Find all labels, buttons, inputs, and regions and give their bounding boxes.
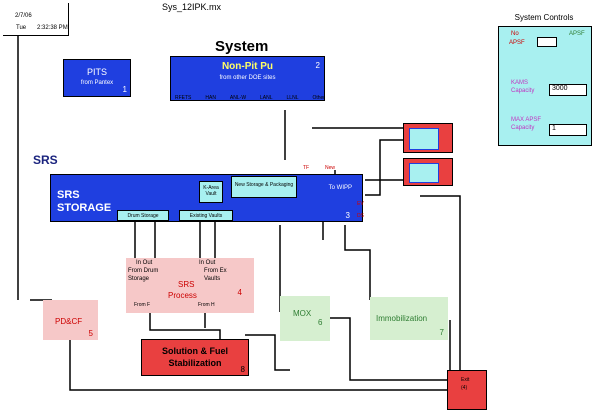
source-han: HAN bbox=[205, 95, 216, 101]
newstorage-box: New Storage & Packaging bbox=[231, 176, 297, 198]
source-lanl: LANL bbox=[260, 95, 273, 101]
immob-num: 7 bbox=[439, 328, 444, 337]
storage-label-2: STORAGE bbox=[57, 202, 112, 214]
timestamp-box: 2/7/06 Tue 2:32:38 PM bbox=[3, 3, 69, 36]
max-label: MAX APSF Capacity bbox=[511, 117, 542, 131]
nonpit-label: Non-Pit Pu bbox=[221, 61, 274, 72]
source-anlw: ANL-W bbox=[229, 95, 247, 101]
mox-label: MOX bbox=[293, 309, 312, 318]
solution-label-1: Solution & Fuel bbox=[162, 346, 228, 356]
controls-apsf-label: APSF bbox=[509, 40, 525, 46]
pits-label: PITS bbox=[86, 67, 107, 77]
towipp-label: To WIPP bbox=[328, 185, 352, 191]
process-inout-2: In Out bbox=[199, 260, 216, 266]
storage-num: 3 bbox=[345, 211, 350, 220]
drum-storage-box: Drum Storage bbox=[117, 210, 169, 221]
storage-node[interactable]: SRS STORAGE K-Area Vault New Storage & P… bbox=[50, 174, 363, 222]
storage-label-1: SRS bbox=[57, 189, 80, 201]
time-text: 2:32:38 PM bbox=[37, 25, 68, 31]
pdcf-node[interactable]: PD&CF 5 bbox=[43, 300, 98, 340]
exit-num: (4) bbox=[461, 385, 468, 391]
nonpit-sub: from other DOE sites bbox=[219, 75, 276, 81]
process-from-ex: From Ex Vaults bbox=[204, 268, 227, 282]
source-llnl: LLNL bbox=[286, 95, 299, 101]
controller-screen-2 bbox=[409, 163, 439, 183]
existing-vaults-box: Existing Vaults bbox=[179, 210, 233, 221]
controller-box-2[interactable] bbox=[403, 158, 453, 186]
new-label: New bbox=[325, 165, 336, 171]
process-label-1: SRS bbox=[178, 280, 195, 289]
process-from-f: From F bbox=[134, 302, 151, 308]
process-label-2: Process bbox=[168, 291, 197, 300]
exit-label: Exit bbox=[461, 377, 470, 383]
pits-num: 1 bbox=[122, 85, 127, 94]
day-text: Tue bbox=[16, 25, 27, 31]
mox-num: 6 bbox=[318, 318, 323, 327]
apsf-toggle[interactable] bbox=[537, 37, 557, 47]
nonpit-sources: RFETS HAN ANL-W LANL LLNL Other bbox=[175, 95, 325, 101]
solution-num: 8 bbox=[240, 365, 245, 374]
wire-right-exit bbox=[420, 195, 461, 375]
mox-node[interactable]: MOX 6 bbox=[280, 296, 330, 341]
immob-node[interactable]: Immobilization 7 bbox=[370, 297, 448, 340]
pits-node[interactable]: PITS from Pantex 1 bbox=[63, 59, 131, 97]
immob-label: Immobilization bbox=[376, 314, 428, 323]
kams-label: KAMS Capacity bbox=[511, 80, 535, 94]
srs-label: SRS bbox=[33, 153, 58, 167]
process-inout-1: In Out bbox=[136, 260, 153, 266]
wire-mox-exit bbox=[330, 317, 450, 381]
kams-input[interactable]: 3000 bbox=[549, 84, 587, 96]
controls-panel: No APSF APSF KAMS Capacity 3000 MAX APSF… bbox=[498, 26, 592, 146]
ds-label: DS bbox=[357, 213, 364, 219]
page-title: System bbox=[215, 38, 269, 55]
wire-storage-controls bbox=[365, 139, 405, 196]
controls-apsf-right: APSF bbox=[569, 31, 585, 37]
source-other: Other bbox=[312, 95, 325, 101]
wire-solution-mox bbox=[245, 334, 290, 371]
pdcf-num: 5 bbox=[88, 329, 93, 338]
exit-node[interactable]: Exit (4) bbox=[447, 370, 487, 410]
controller-box-1[interactable] bbox=[403, 123, 453, 153]
tf-label: TF bbox=[303, 165, 310, 171]
nonpit-num: 2 bbox=[315, 61, 320, 70]
process-num: 4 bbox=[237, 288, 242, 297]
ev-label: EV bbox=[357, 201, 364, 207]
process-from-drum: From Drum Storage bbox=[128, 268, 159, 282]
max-input[interactable]: 1 bbox=[549, 124, 587, 136]
source-rfets: RFETS bbox=[175, 95, 192, 101]
solution-node[interactable]: Solution & Fuel Stabilization 8 bbox=[141, 339, 249, 376]
process-node[interactable]: In Out From Drum Storage In Out From Ex … bbox=[126, 258, 254, 313]
controls-title: System Controls bbox=[514, 13, 574, 22]
controls-no-label: No bbox=[511, 31, 519, 37]
kvault-box: K-Area Vault bbox=[199, 181, 223, 203]
wire-storage-immob bbox=[344, 225, 371, 300]
pdcf-label: PD&CF bbox=[55, 317, 83, 326]
nonpit-node[interactable]: Non-Pit Pu from other DOE sites 2 bbox=[170, 56, 325, 101]
pits-sub: from Pantex bbox=[80, 80, 114, 86]
controller-screen-1 bbox=[409, 128, 439, 150]
date-text: 2/7/06 bbox=[15, 13, 32, 19]
filename-text: Sys_12IPK.mx bbox=[162, 2, 222, 12]
process-from-h: From H bbox=[198, 302, 215, 308]
wire-process-solution bbox=[149, 310, 221, 345]
wire-pdcf-exit bbox=[69, 340, 450, 391]
solution-label-2: Stabilization bbox=[168, 358, 222, 368]
